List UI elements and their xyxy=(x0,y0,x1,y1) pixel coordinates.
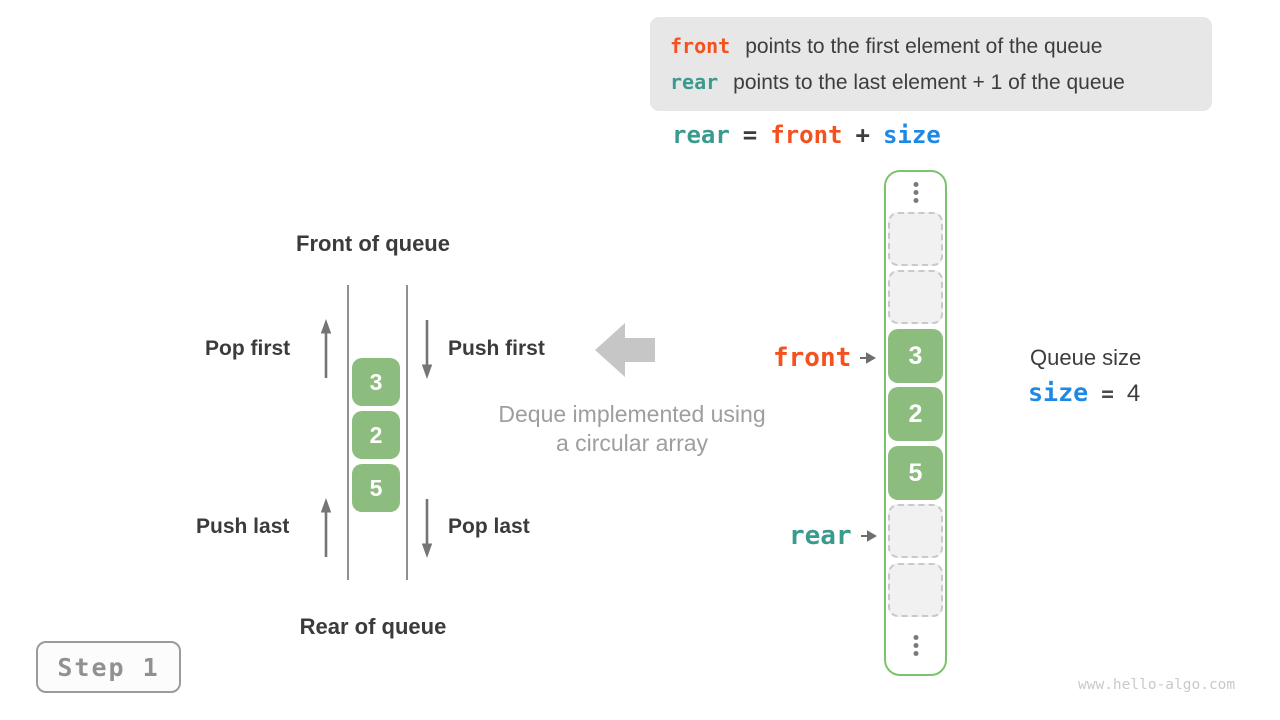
caption-line-2: a circular array xyxy=(555,430,709,456)
legend-line-front: front points to the first element of the… xyxy=(670,34,1192,59)
deque-element: 2 xyxy=(352,411,400,459)
ellipsis-bottom-icon xyxy=(913,635,918,656)
size-code-label: size xyxy=(1028,378,1089,407)
front-pointer-label: front xyxy=(773,343,852,373)
formula-plus: + xyxy=(855,121,870,149)
size-value: 4 xyxy=(1126,380,1141,407)
formula-front: front xyxy=(770,121,843,149)
rear-code-label: rear xyxy=(670,69,719,94)
array-cell-empty xyxy=(888,212,943,266)
pointer-arrow-icon xyxy=(860,352,877,364)
legend-line-rear: rear points to the last element + 1 of t… xyxy=(670,70,1192,95)
front-pointer: front xyxy=(773,343,877,373)
queue-size-value-line: size = 4 xyxy=(1028,378,1140,408)
pointer-arrow-icon xyxy=(860,530,877,542)
arrow-down-icon xyxy=(419,497,435,559)
deque-wall-left xyxy=(347,285,349,580)
deque-wall-right xyxy=(406,285,408,580)
formula-equals: = xyxy=(742,121,758,149)
rear-of-queue-label: Rear of queue xyxy=(299,614,447,639)
arrow-up-icon xyxy=(318,318,334,380)
formula: rear = front + size xyxy=(672,121,941,149)
pop-first-label: Pop first xyxy=(205,337,291,360)
queue-size-title: Queue size xyxy=(1030,345,1142,370)
diagram-caption: Deque implemented using a circular array xyxy=(482,400,782,458)
array-cell-filled: 5 xyxy=(888,446,943,500)
front-of-queue-label: Front of queue xyxy=(296,231,450,256)
array-cell-empty xyxy=(888,504,943,558)
formula-rear: rear xyxy=(672,121,730,149)
formula-size: size xyxy=(882,121,941,149)
deque-element: 5 xyxy=(352,464,400,512)
rear-pointer-label: rear xyxy=(789,521,852,551)
watermark: www.hello-algo.com xyxy=(1078,677,1236,693)
size-equals: = xyxy=(1101,382,1114,406)
left-block-arrow-icon xyxy=(595,323,655,382)
ellipsis-top-icon xyxy=(913,182,918,203)
rear-description: points to the last element + 1 of the qu… xyxy=(733,70,1125,94)
pop-last-label: Pop last xyxy=(448,515,530,538)
step-badge: Step 1 xyxy=(36,641,181,693)
rear-pointer: rear xyxy=(789,521,878,551)
legend-box: front points to the first element of the… xyxy=(650,17,1212,111)
array-cell-filled: 3 xyxy=(888,329,943,383)
array-cell-filled: 2 xyxy=(888,387,943,441)
arrow-up-icon xyxy=(318,497,334,559)
array-cell-empty xyxy=(888,563,943,617)
arrow-down-icon xyxy=(419,318,435,380)
push-last-label: Push last xyxy=(196,515,290,538)
caption-line-1: Deque implemented using xyxy=(498,401,766,427)
push-first-label: Push first xyxy=(448,337,545,360)
array-cell-empty xyxy=(888,270,943,324)
front-code-label: front xyxy=(670,33,731,58)
deque-element: 3 xyxy=(352,358,400,406)
front-description: points to the first element of the queue xyxy=(745,34,1103,58)
